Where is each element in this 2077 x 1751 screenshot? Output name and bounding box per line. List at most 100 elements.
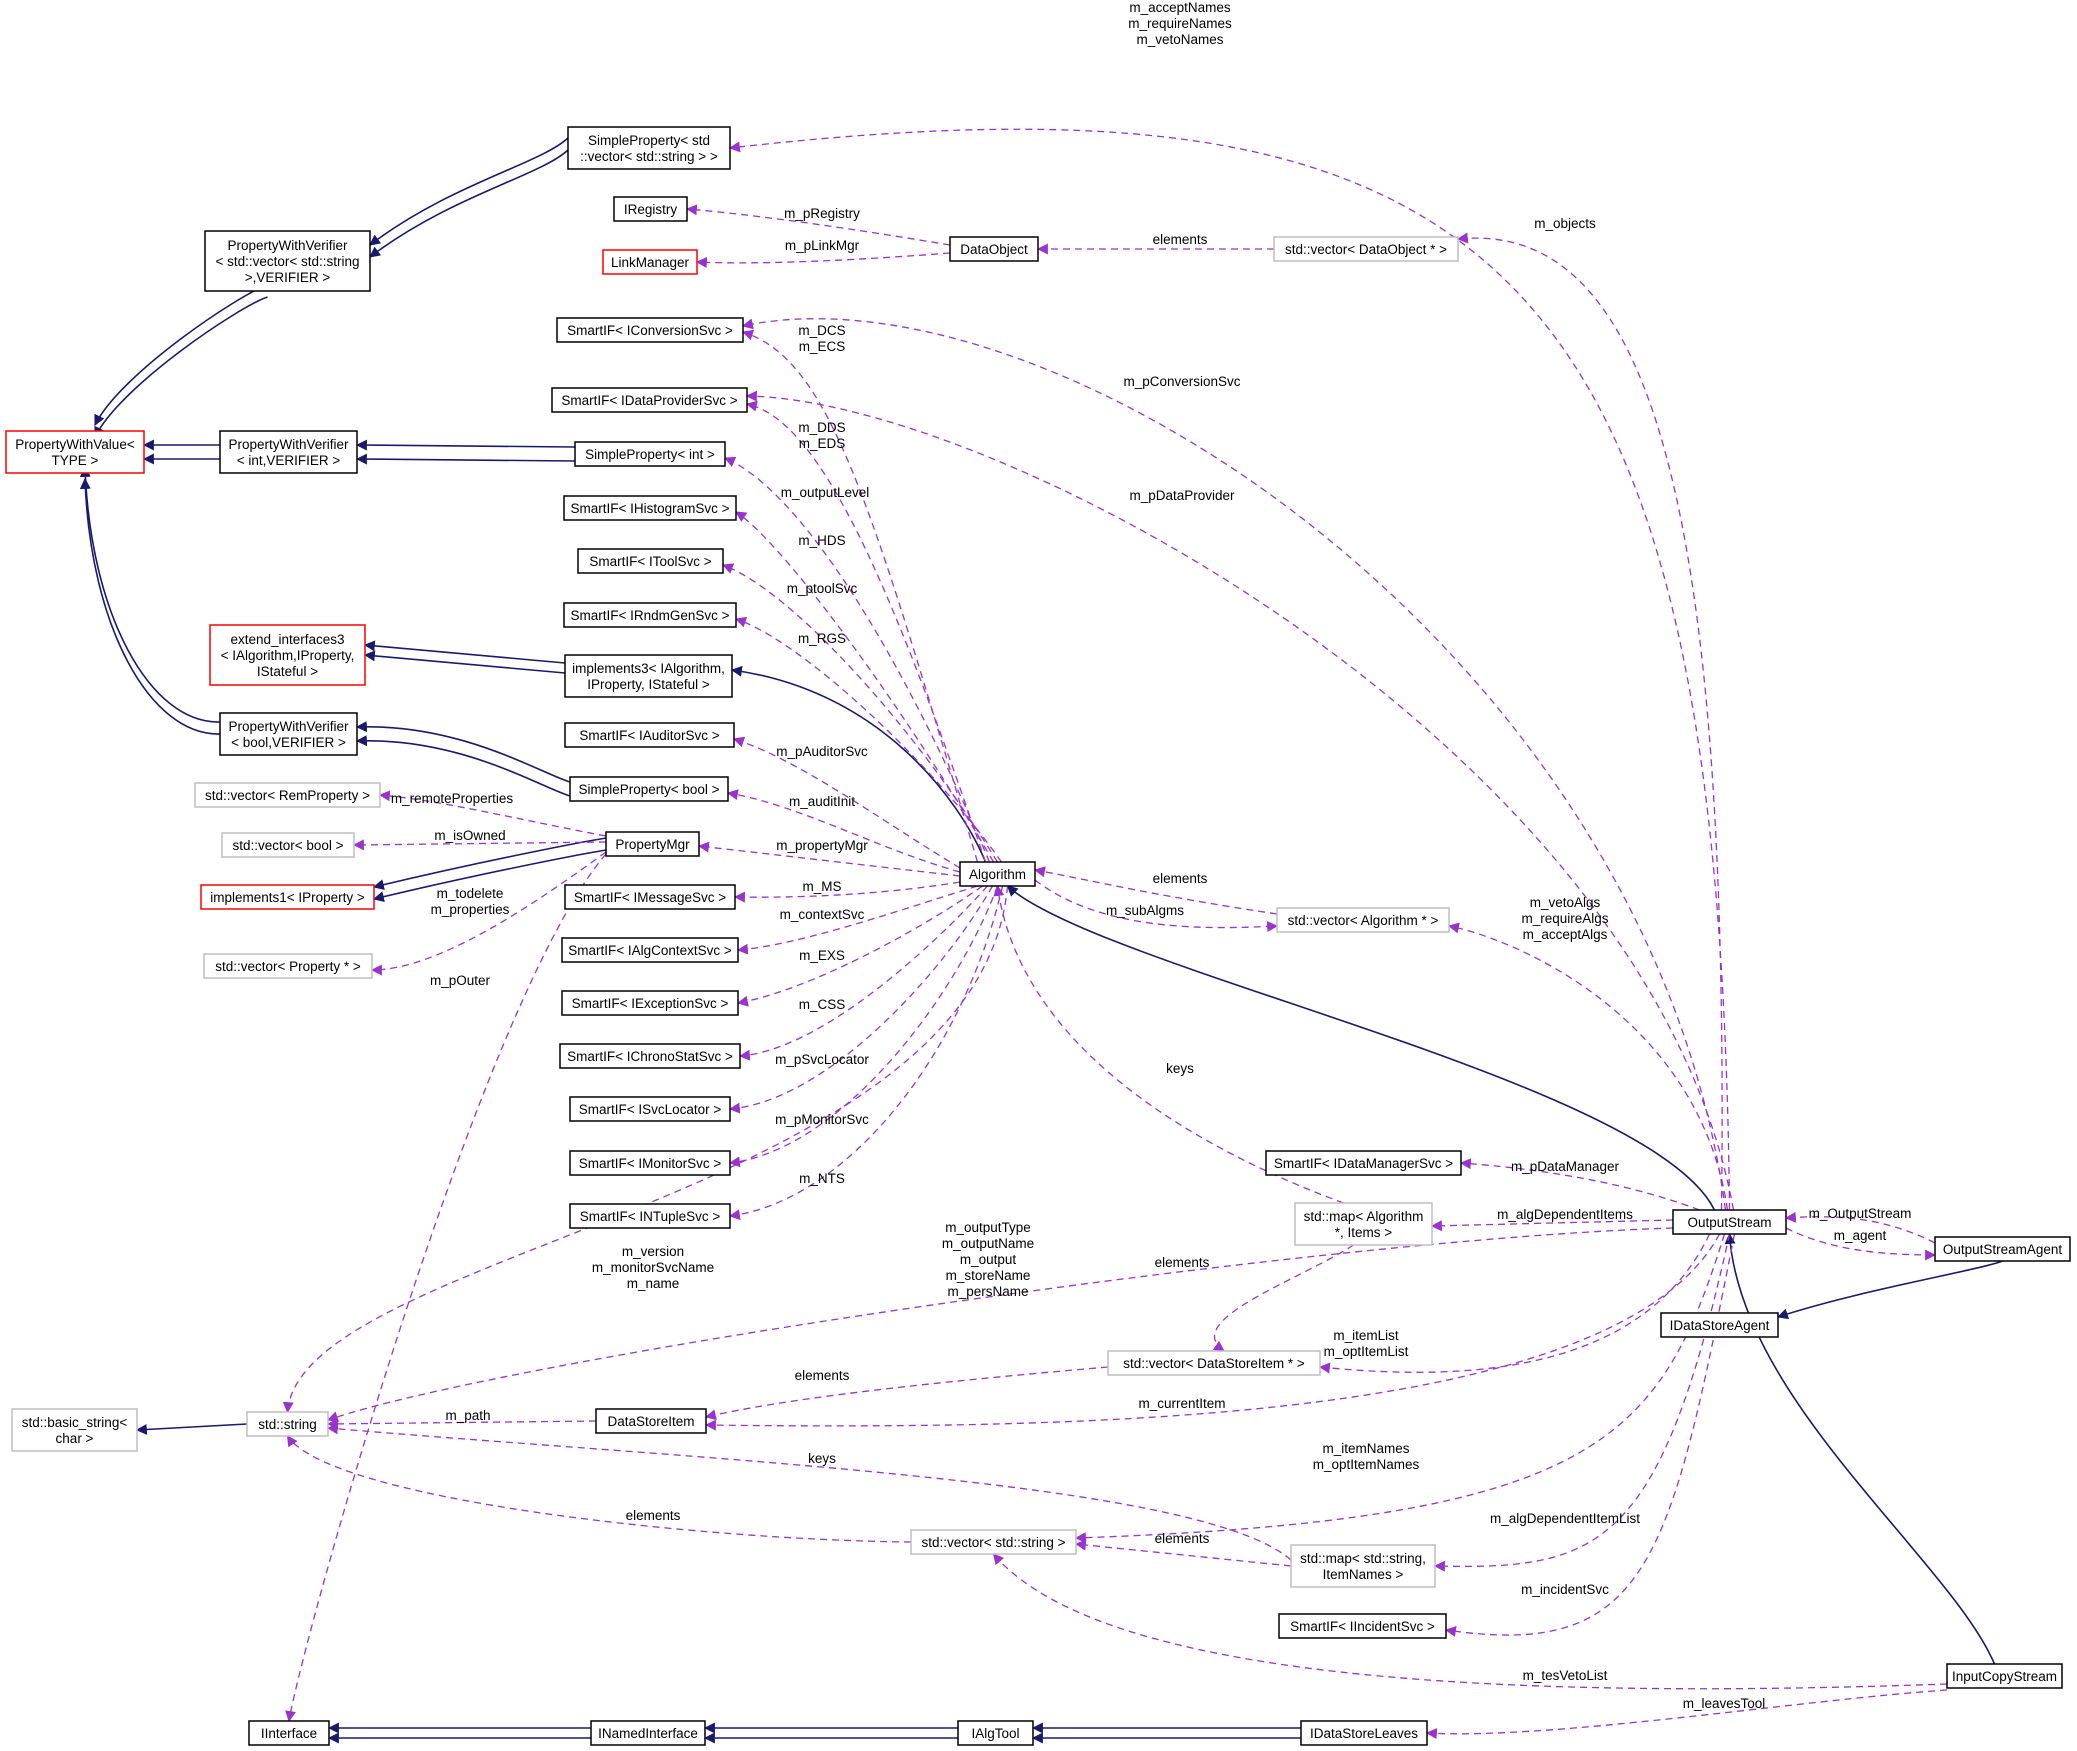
class-node-box[interactable] bbox=[221, 832, 355, 858]
class-node-OutputStreamAgent[interactable]: OutputStreamAgent bbox=[1934, 1236, 2071, 1262]
class-node-vecDataObject[interactable]: std::vector< DataObject * > bbox=[1273, 236, 1459, 262]
class-node-DataObject[interactable]: DataObject bbox=[949, 236, 1039, 262]
class-node-INamedInterface[interactable]: INamedInterface bbox=[590, 1720, 706, 1746]
class-node-box[interactable] bbox=[561, 937, 739, 963]
class-node-basicstring[interactable]: std::basic_string<char > bbox=[11, 1408, 138, 1452]
class-node-vecBool[interactable]: std::vector< bool > bbox=[221, 832, 355, 858]
class-node-vecDSI[interactable]: std::vector< DataStoreItem * > bbox=[1107, 1350, 1321, 1376]
class-node-PWValue[interactable]: PropertyWithValue<TYPE > bbox=[5, 430, 145, 474]
class-node-SmIFSvcLoc[interactable]: SmartIF< ISvcLocator > bbox=[569, 1096, 731, 1122]
class-node-SPint[interactable]: SimpleProperty< int > bbox=[574, 441, 726, 467]
class-node-box[interactable] bbox=[590, 1720, 706, 1746]
class-node-mapAlgItems[interactable]: std::map< Algorithm*, Items > bbox=[1294, 1202, 1433, 1246]
class-node-box[interactable] bbox=[1265, 1150, 1462, 1176]
class-node-box[interactable] bbox=[551, 387, 748, 413]
class-node-box[interactable] bbox=[11, 1408, 138, 1452]
class-node-LinkManager[interactable]: LinkManager bbox=[602, 249, 698, 275]
class-node-extend_interfaces3[interactable]: extend_interfaces3< IAlgorithm,IProperty… bbox=[209, 624, 366, 686]
class-node-box[interactable] bbox=[1278, 1613, 1447, 1639]
class-node-vecString[interactable]: std::vector< std::string > bbox=[910, 1529, 1077, 1555]
class-node-DataStoreItem[interactable]: DataStoreItem bbox=[595, 1408, 707, 1434]
class-node-box[interactable] bbox=[561, 990, 739, 1016]
class-node-box[interactable] bbox=[605, 831, 700, 857]
class-node-SPbool[interactable]: SimpleProperty< bool > bbox=[569, 776, 729, 802]
class-node-vecRemProp[interactable]: std::vector< RemProperty > bbox=[194, 782, 381, 808]
class-node-SmIFDataProv[interactable]: SmartIF< IDataProviderSvc > bbox=[551, 387, 748, 413]
class-node-implements3[interactable]: implements3< IAlgorithm,IProperty, IStat… bbox=[564, 654, 733, 698]
class-node-OutputStream[interactable]: OutputStream bbox=[1672, 1209, 1787, 1235]
class-node-box[interactable] bbox=[1294, 1202, 1433, 1246]
class-node-box[interactable] bbox=[5, 430, 145, 474]
class-node-box[interactable] bbox=[200, 884, 375, 910]
class-node-box[interactable] bbox=[564, 654, 733, 698]
class-node-InputCopyStream[interactable]: InputCopyStream bbox=[1946, 1663, 2063, 1689]
class-node-PWVvecstr[interactable]: PropertyWithVerifier< std::vector< std::… bbox=[204, 230, 371, 292]
class-node-box[interactable] bbox=[1273, 236, 1459, 262]
class-node-IDataStoreLeaves[interactable]: IDataStoreLeaves bbox=[1300, 1720, 1428, 1746]
class-node-box[interactable] bbox=[559, 1043, 741, 1069]
class-node-box[interactable] bbox=[564, 884, 736, 910]
class-node-SmIFAlgCtx[interactable]: SmartIF< IAlgContextSvc > bbox=[561, 937, 739, 963]
class-node-box[interactable] bbox=[219, 430, 358, 474]
class-node-box[interactable] bbox=[569, 776, 729, 802]
class-node-SmIFHist[interactable]: SmartIF< IHistogramSvc > bbox=[563, 495, 737, 521]
class-node-box[interactable] bbox=[577, 548, 724, 574]
class-node-box[interactable] bbox=[910, 1529, 1077, 1555]
class-node-box[interactable] bbox=[959, 861, 1036, 887]
class-node-SmIFDataMgr[interactable]: SmartIF< IDataManagerSvc > bbox=[1265, 1150, 1462, 1176]
class-node-box[interactable] bbox=[1107, 1350, 1321, 1376]
class-node-box[interactable] bbox=[595, 1408, 707, 1434]
class-node-box[interactable] bbox=[613, 196, 688, 222]
class-node-SmIFAud[interactable]: SmartIF< IAuditorSvc > bbox=[564, 722, 735, 748]
class-node-box[interactable] bbox=[203, 953, 373, 979]
class-node-IRegistry[interactable]: IRegistry bbox=[613, 196, 688, 222]
class-node-PWVbool[interactable]: PropertyWithVerifier< bool,VERIFIER > bbox=[219, 712, 358, 756]
class-node-box[interactable] bbox=[602, 249, 698, 275]
class-node-box[interactable] bbox=[569, 1096, 731, 1122]
class-node-box[interactable] bbox=[567, 126, 731, 170]
class-node-box[interactable] bbox=[246, 1411, 329, 1437]
class-node-Algorithm[interactable]: Algorithm bbox=[959, 861, 1036, 887]
class-node-box[interactable] bbox=[556, 317, 744, 343]
class-node-SmIFExc[interactable]: SmartIF< IExceptionSvc > bbox=[561, 990, 739, 1016]
class-node-SmIFConv[interactable]: SmartIF< IConversionSvc > bbox=[556, 317, 744, 343]
class-node-implements1[interactable]: implements1< IProperty > bbox=[200, 884, 375, 910]
class-node-box[interactable] bbox=[564, 722, 735, 748]
class-node-box[interactable] bbox=[569, 1203, 731, 1229]
class-node-box[interactable] bbox=[949, 236, 1039, 262]
class-node-SmIFChrono[interactable]: SmartIF< IChronoStatSvc > bbox=[559, 1043, 741, 1069]
class-node-box[interactable] bbox=[563, 495, 737, 521]
class-node-SmIFMon[interactable]: SmartIF< IMonitorSvc > bbox=[569, 1150, 731, 1176]
class-node-SmIFIncident[interactable]: SmartIF< IIncidentSvc > bbox=[1278, 1613, 1447, 1639]
class-node-box[interactable] bbox=[1934, 1236, 2071, 1262]
class-node-SmIFMsg[interactable]: SmartIF< IMessageSvc > bbox=[564, 884, 736, 910]
class-node-IDataStoreAgent[interactable]: IDataStoreAgent bbox=[1660, 1312, 1779, 1338]
class-node-box[interactable] bbox=[563, 602, 737, 628]
class-node-SPvecstr[interactable]: SimpleProperty< std::vector< std::string… bbox=[567, 126, 731, 170]
class-node-box[interactable] bbox=[1672, 1209, 1787, 1235]
class-node-box[interactable] bbox=[569, 1150, 731, 1176]
class-node-box[interactable] bbox=[194, 782, 381, 808]
class-node-box[interactable] bbox=[209, 624, 366, 686]
class-node-IInterface[interactable]: IInterface bbox=[248, 1720, 330, 1746]
class-node-SmIFNTuple[interactable]: SmartIF< INTupleSvc > bbox=[569, 1203, 731, 1229]
class-node-box[interactable] bbox=[219, 712, 358, 756]
class-node-box[interactable] bbox=[204, 230, 371, 292]
class-node-vecProp[interactable]: std::vector< Property * > bbox=[203, 953, 373, 979]
class-node-box[interactable] bbox=[957, 1720, 1034, 1746]
class-node-box[interactable] bbox=[1660, 1312, 1779, 1338]
class-node-box[interactable] bbox=[1300, 1720, 1428, 1746]
class-node-mapStrItemNames[interactable]: std::map< std::string,ItemNames > bbox=[1290, 1544, 1436, 1588]
class-node-stdstring[interactable]: std::string bbox=[246, 1411, 329, 1437]
class-node-box[interactable] bbox=[1276, 907, 1450, 933]
class-node-box[interactable] bbox=[248, 1720, 330, 1746]
class-node-IAlgTool[interactable]: IAlgTool bbox=[957, 1720, 1034, 1746]
class-node-SmIFRndm[interactable]: SmartIF< IRndmGenSvc > bbox=[563, 602, 737, 628]
class-node-box[interactable] bbox=[574, 441, 726, 467]
class-node-box[interactable] bbox=[1946, 1663, 2063, 1689]
class-node-vecAlg[interactable]: std::vector< Algorithm * > bbox=[1276, 907, 1450, 933]
class-node-box[interactable] bbox=[1290, 1544, 1436, 1588]
class-node-PWVint[interactable]: PropertyWithVerifier< int,VERIFIER > bbox=[219, 430, 358, 474]
class-node-PropertyMgr[interactable]: PropertyMgr bbox=[605, 831, 700, 857]
class-node-SmIFTool[interactable]: SmartIF< IToolSvc > bbox=[577, 548, 724, 574]
